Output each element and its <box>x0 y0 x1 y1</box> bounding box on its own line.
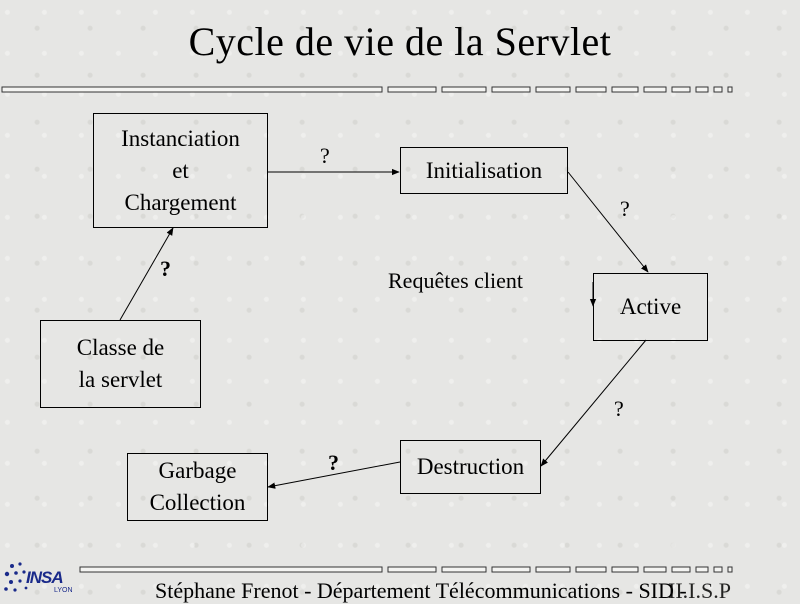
label-requetes-client: Requêtes client <box>388 268 524 293</box>
insa-logo: INSA LYON <box>0 556 80 600</box>
node-instanciation-label: Instanciation et Chargement <box>121 125 240 215</box>
arrow-initialisation-to-active <box>567 171 649 273</box>
slide-title: Cycle de vie de la Servlet <box>188 19 612 64</box>
label-q-instanciation-initialisation: ? <box>320 143 330 168</box>
arrow-classe-to-instanciation <box>119 227 174 321</box>
node-classe-label: Classe de la servlet <box>76 335 165 392</box>
arrow-active-to-destruction <box>540 339 647 467</box>
label-q-active-destruction: ? <box>614 396 624 421</box>
node-destruction: Destruction <box>400 440 541 494</box>
logo-dots-icon <box>4 562 28 592</box>
node-active-label: Active <box>619 294 682 319</box>
node-destruction-label: Destruction <box>416 454 525 479</box>
label-q-classe-instanciation: ? <box>160 256 171 281</box>
footer-text: Stéphane Frenot - Département Télécommun… <box>155 578 687 603</box>
node-garbage-label: Garbage Collection <box>149 458 246 515</box>
label-q-initialisation-active: ? <box>620 196 630 221</box>
top-rule <box>1 86 733 93</box>
bottom-rule <box>79 566 733 573</box>
node-garbage-collection: Garbage Collection <box>127 453 268 521</box>
logo-subtext: LYON <box>54 587 73 594</box>
node-instanciation: Instanciation et Chargement <box>93 113 268 228</box>
node-classe-servlet: Classe de la servlet <box>40 320 201 408</box>
footer-overlap-text: II.I.S.P <box>668 578 731 603</box>
label-q-destruction-garbage: ? <box>328 450 339 475</box>
logo-text: INSA <box>26 568 64 587</box>
node-active: Active <box>593 273 708 341</box>
arrow-destruction-to-garbage <box>267 461 401 489</box>
node-initialisation: Initialisation <box>400 147 568 194</box>
node-initialisation-label: Initialisation <box>425 157 543 183</box>
